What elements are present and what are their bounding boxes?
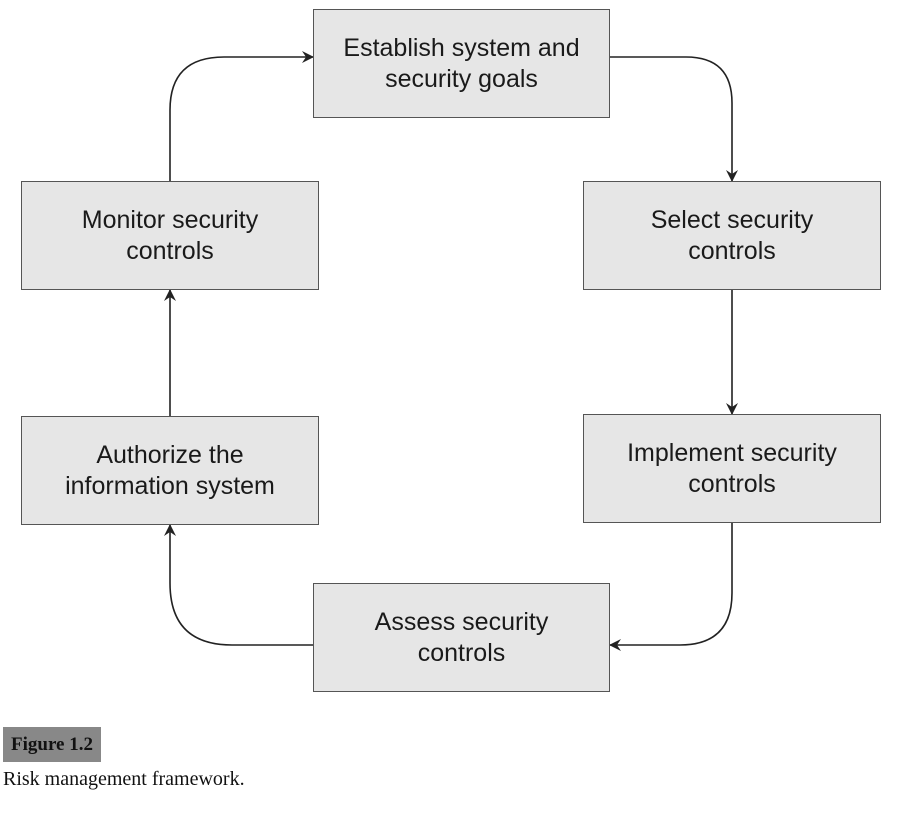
risk-framework-diagram: [164, 51, 738, 651]
arrow-implement-to-assess: [609, 523, 733, 651]
step-label: Assess security controls: [374, 607, 549, 667]
step-label: Select security controls: [650, 205, 814, 265]
step-authorize-system: Authorize the information system: [21, 416, 319, 525]
step-select-controls: Select security controls: [583, 181, 881, 290]
step-label: Authorize the information system: [65, 440, 275, 500]
step-implement-controls: Implement security controls: [583, 414, 881, 523]
arrow-monitor-to-goals: [169, 51, 314, 181]
figure-label: Figure 1.2: [3, 727, 101, 762]
arrow-assess-to-authorize: [164, 524, 313, 646]
step-label: Establish system and security goals: [343, 33, 580, 93]
step-assess-controls: Assess security controls: [313, 583, 610, 692]
figure-caption: Risk management framework.: [3, 768, 245, 790]
step-monitor-controls: Monitor security controls: [21, 181, 319, 290]
arrow-goals-to-select: [610, 56, 738, 182]
step-label: Implement security controls: [627, 438, 837, 498]
step-establish-goals: Establish system and security goals: [313, 9, 610, 118]
step-label: Monitor security controls: [81, 205, 259, 265]
